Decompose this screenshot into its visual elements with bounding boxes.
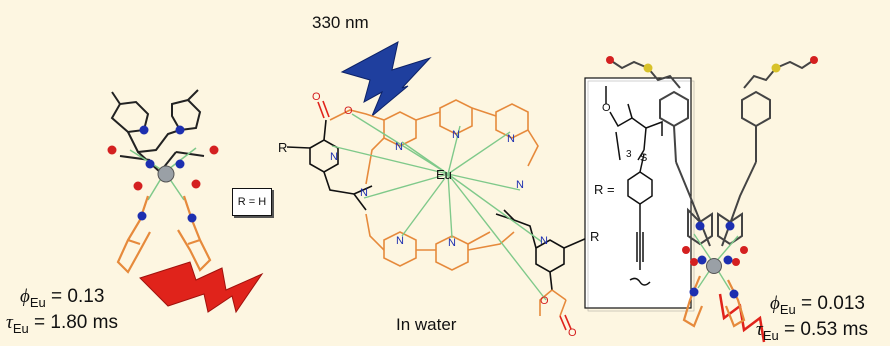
- left-phi-subscript: Eu: [29, 295, 46, 310]
- excitation-bolt-icon: [340, 41, 432, 117]
- left-phi-symbol: ϕ: [20, 286, 30, 307]
- left-complex-structure: [107, 89, 219, 274]
- n-atom-1: N: [330, 151, 338, 163]
- n-atom-5: N: [360, 187, 368, 199]
- left-nitrogen-atoms: [137, 125, 197, 223]
- europium-label: Eu: [436, 167, 452, 182]
- center-r-left: R: [278, 140, 288, 155]
- strong-emission-bolt-icon: [139, 261, 264, 314]
- substituent-r-label: R =: [594, 182, 615, 197]
- center-skeletal-formula: [286, 99, 588, 331]
- right-phi-symbol: ϕ: [770, 293, 780, 314]
- right-complex-structure: [606, 56, 818, 328]
- n-atom-8: N: [448, 237, 456, 249]
- o-atom-2: O: [344, 105, 353, 117]
- o-atom-3: O: [540, 295, 549, 307]
- left-lifetime: τEu = 1.80 ms: [6, 313, 118, 335]
- substituent-s-atom: S: [640, 152, 648, 164]
- n-atom-4: N: [507, 133, 515, 145]
- right-phi-value: = 0.013: [801, 293, 865, 314]
- n-atom-7: N: [396, 235, 404, 247]
- right-sulfur-atoms: [643, 63, 781, 73]
- n-atom-6: N: [516, 179, 524, 191]
- right-tau-symbol: τ: [756, 319, 763, 340]
- left-r-label: R = H: [237, 196, 267, 208]
- left-phi-value: = 0.13: [51, 286, 105, 307]
- left-tau-value: = 1.80 ms: [34, 312, 118, 333]
- right-nitrogen-atoms: [689, 221, 739, 299]
- o-atom-1: O: [312, 91, 321, 103]
- center-r-right: R: [590, 229, 600, 244]
- left-quantum-yield: ϕEu = 0.13: [20, 287, 104, 309]
- n-atom-3: N: [452, 129, 460, 141]
- right-tau-subscript: Eu: [762, 328, 779, 343]
- right-phi-subscript: Eu: [779, 302, 796, 317]
- left-europium-atom: [157, 165, 175, 183]
- left-tau-symbol: τ: [6, 312, 13, 333]
- right-oxygen-atoms: [606, 56, 818, 266]
- weak-emission-bolt-icon: [718, 293, 766, 343]
- left-r-label-box: R = H: [232, 188, 272, 216]
- left-tau-subscript: Eu: [12, 321, 29, 336]
- left-oxygen-atoms: [107, 145, 219, 191]
- right-europium-atom: [706, 258, 722, 274]
- o-atom-4: O: [568, 327, 577, 339]
- right-lifetime: τEu = 0.53 ms: [756, 320, 868, 342]
- medium-label: In water: [396, 315, 457, 334]
- n-atom-9: N: [540, 235, 548, 247]
- substituent-structure: [584, 77, 695, 312]
- substituent-o-atom: O: [602, 102, 611, 114]
- right-quantum-yield: ϕEu = 0.013: [770, 294, 865, 316]
- wavelength-label: 330 nm: [312, 13, 369, 32]
- right-tau-value: = 0.53 ms: [784, 319, 868, 340]
- substituent-repeat-count: 3: [626, 149, 632, 160]
- n-atom-2: N: [395, 141, 403, 153]
